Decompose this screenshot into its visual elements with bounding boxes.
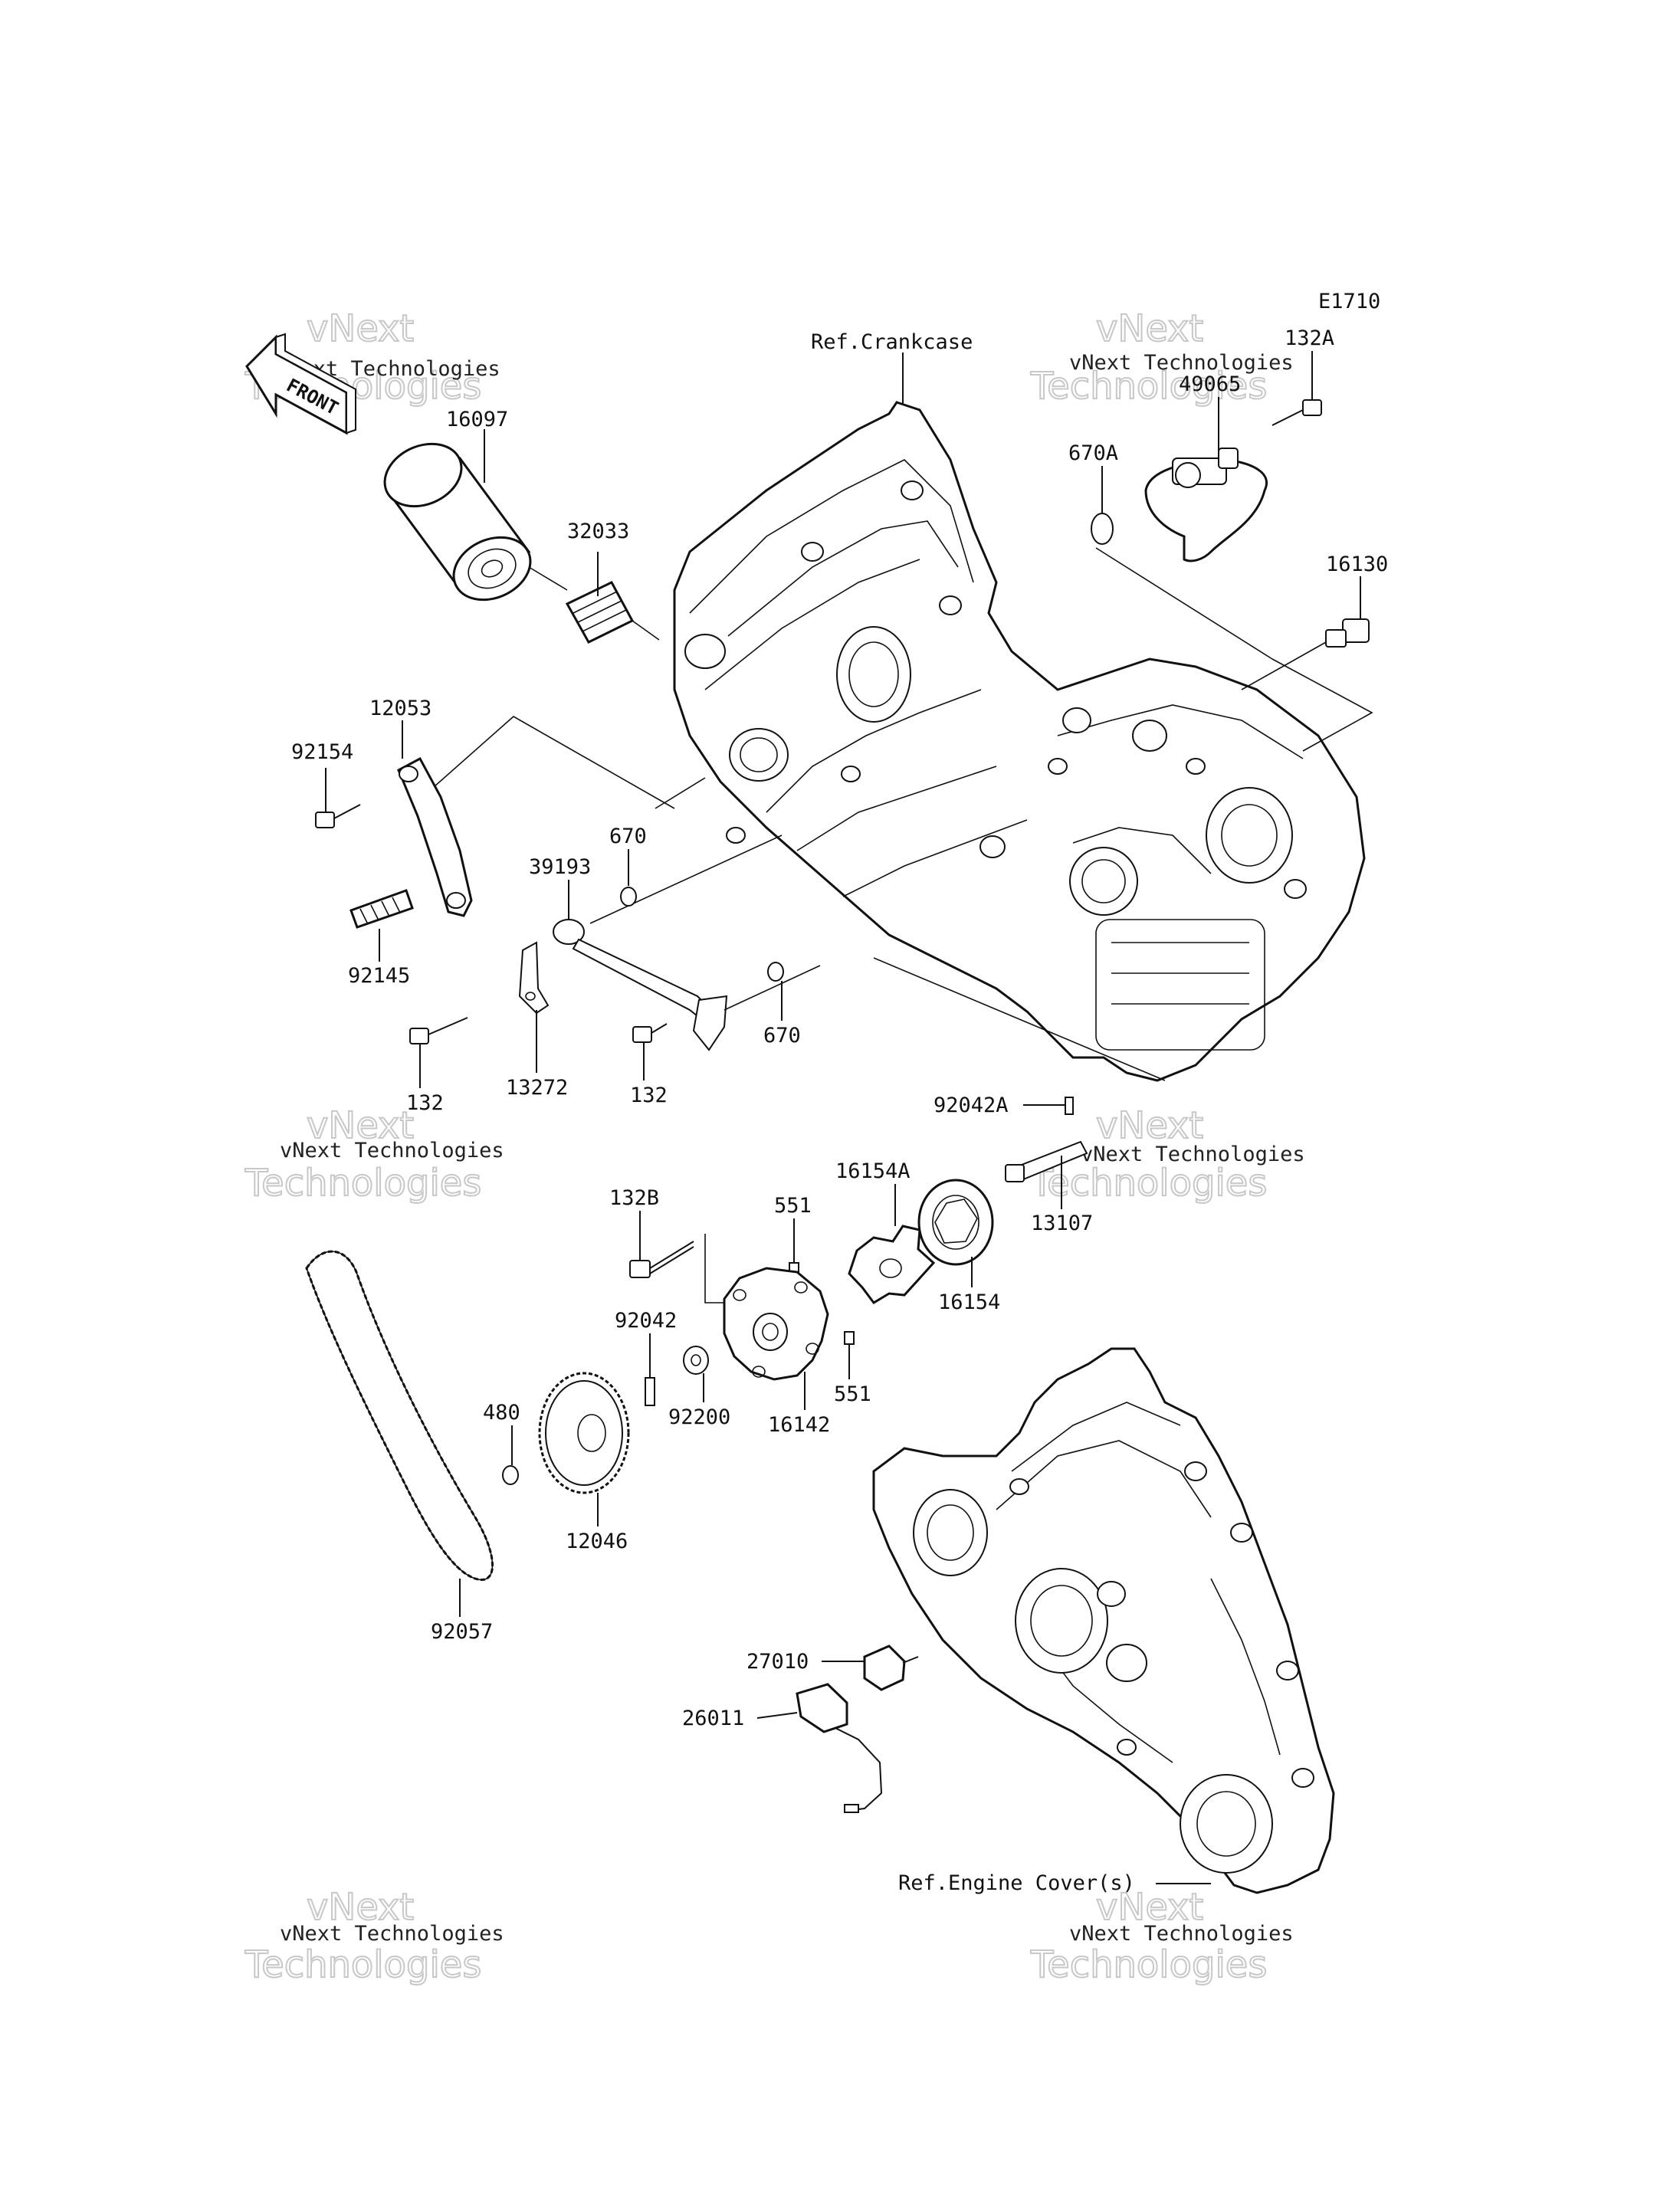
svg-text:Technologies: Technologies	[244, 1162, 481, 1205]
svg-text:vNext: vNext	[1096, 1104, 1203, 1147]
watermark-top-right: vNext Technologies vNext Technologies	[1029, 307, 1294, 408]
front-arrow-icon: FRONT	[245, 333, 356, 435]
svg-text:Technologies: Technologies	[244, 1943, 481, 1986]
part-label-49065: 49065	[1179, 372, 1241, 396]
part-label-92042: 92042	[615, 1309, 677, 1333]
part-label-92200: 92200	[668, 1405, 730, 1429]
bolt-132-left	[409, 1017, 468, 1044]
ref-engine-cover: Ref.Engine Cover(s)	[898, 1871, 1135, 1895]
part-label-551-lower: 551	[834, 1382, 871, 1406]
svg-text:vNext: vNext	[307, 307, 414, 350]
watermark-bottom-left: vNext Technologies vNext Technologies	[244, 1885, 504, 1987]
part-label-132A: 132A	[1285, 326, 1334, 350]
part-label-16154: 16154	[938, 1290, 1000, 1314]
part-label-670-lower: 670	[763, 1024, 801, 1048]
oil-filter-16097	[383, 442, 532, 602]
svg-text:vNext: vNext	[1096, 1886, 1203, 1929]
spring-92145	[349, 889, 414, 929]
part-label-16097: 16097	[446, 408, 508, 431]
svg-text:vNext Technologies: vNext Technologies	[280, 1922, 504, 1946]
drive-chain-92057	[305, 1250, 494, 1581]
watermark-mid-right: vNext Technologies vNext Technologies	[1029, 1103, 1305, 1205]
oil-pipe-39193	[553, 919, 728, 1051]
o-ring-670-upper	[620, 887, 637, 907]
pin-551-lower	[844, 1331, 855, 1345]
oil-pressure-switch-27010	[863, 1644, 919, 1691]
part-label-32033: 32033	[567, 520, 629, 543]
part-label-92154: 92154	[291, 740, 353, 764]
o-ring-670A	[1091, 513, 1114, 545]
svg-text:vNext: vNext	[307, 1886, 414, 1929]
part-label-132-mid: 132	[630, 1084, 668, 1107]
part-label-670-upper: 670	[609, 825, 647, 848]
svg-text:vNext: vNext	[1096, 307, 1203, 350]
chain-guide-12053	[397, 756, 473, 917]
svg-text:Technologies: Technologies	[1030, 1162, 1267, 1205]
part-label-16154A: 16154A	[835, 1159, 911, 1183]
circlip-480	[502, 1465, 519, 1485]
part-label-92145: 92145	[348, 964, 410, 988]
part-label-12046: 12046	[566, 1530, 628, 1553]
svg-text:vNext Technologies: vNext Technologies	[1069, 351, 1294, 375]
outer-rotor-16154	[917, 1179, 994, 1266]
svg-text:vNext Technologies: vNext Technologies	[280, 1139, 504, 1162]
svg-text:Technologies: Technologies	[1030, 1943, 1267, 1986]
part-label-27010: 27010	[746, 1650, 809, 1674]
part-label-132-left: 132	[406, 1091, 444, 1115]
oil-pump-body-16142	[723, 1267, 829, 1381]
watermark-bottom-right: vNext Technologies vNext Technologies	[1029, 1885, 1294, 1987]
part-label-16130: 16130	[1326, 553, 1388, 576]
pin-92042	[645, 1377, 655, 1406]
part-label-132B: 132B	[609, 1186, 659, 1210]
diagram-code: E1710	[1318, 290, 1380, 313]
svg-text:vNext Technologies: vNext Technologies	[1069, 1922, 1294, 1946]
part-label-26011: 26011	[682, 1707, 744, 1730]
ref-crankcase: Ref.Crankcase	[811, 330, 973, 354]
pump-shaft-13107	[1005, 1140, 1088, 1183]
svg-text:vNext Technologies: vNext Technologies	[1081, 1143, 1305, 1166]
watermark-mid-left: vNext Technologies vNext Technologies	[244, 1103, 504, 1205]
inner-rotor-16154A	[848, 1225, 936, 1304]
o-ring-670-lower	[767, 962, 784, 982]
part-label-92057: 92057	[431, 1620, 493, 1644]
part-label-480: 480	[483, 1401, 520, 1425]
part-label-12053: 12053	[369, 697, 431, 720]
part-label-551-upper: 551	[774, 1194, 812, 1218]
bracket-13272	[518, 941, 550, 1015]
washer-92200	[683, 1346, 709, 1375]
part-label-670A: 670A	[1068, 441, 1118, 465]
bolt-92154	[315, 804, 361, 828]
spring-32033	[565, 581, 635, 644]
bolt-132-mid	[632, 1023, 668, 1043]
part-label-13107: 13107	[1031, 1212, 1093, 1235]
part-label-13272: 13272	[506, 1076, 568, 1100]
sensor-26011	[796, 1683, 883, 1813]
pump-cover-49065	[1144, 448, 1268, 562]
fitting-16130	[1325, 618, 1370, 648]
engine-cover-illustration	[872, 1347, 1335, 1894]
part-label-92042A: 92042A	[934, 1094, 1009, 1117]
sprocket-12046	[538, 1372, 630, 1494]
svg-text:Technologies: Technologies	[1030, 365, 1267, 408]
part-label-16142: 16142	[768, 1413, 830, 1437]
bolt-132A	[1271, 399, 1322, 426]
pin-92042A	[1065, 1097, 1074, 1115]
crankcase-illustration	[673, 401, 1366, 1082]
svg-text:vNext: vNext	[307, 1104, 414, 1147]
part-label-39193: 39193	[529, 855, 591, 879]
